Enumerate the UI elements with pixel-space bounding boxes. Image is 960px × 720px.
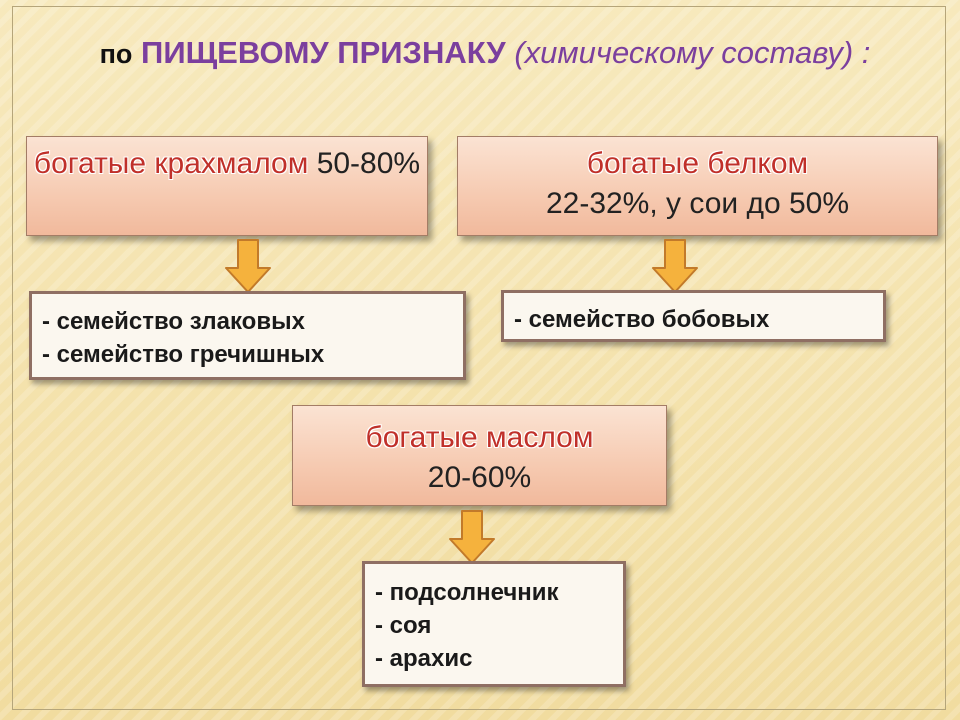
title-paren: (химическому составу) : <box>514 35 871 70</box>
category-protein-title: богатые белком <box>586 147 809 180</box>
list-item: - семейство бобовых <box>514 306 770 333</box>
title-main: ПИЩЕВОМУ ПРИЗНАКУ <box>141 35 506 70</box>
category-oil-box: богатые маслом 20-60% <box>292 405 667 506</box>
category-oil-percent: 20-60% <box>427 461 532 494</box>
list-item: - соя <box>375 612 432 639</box>
slide-title: по ПИЩЕВОМУ ПРИЗНАКУ (химическому состав… <box>90 30 880 77</box>
category-protein-box: богатые белком 22-32%, у сои до 50% <box>457 136 938 236</box>
protein-families-list: - семейство бобовых <box>501 290 886 342</box>
slide-frame <box>12 6 946 710</box>
list-item: - подсолнечник <box>375 579 559 606</box>
oil-plants-list: - подсолнечник - соя - арахис <box>362 561 626 687</box>
down-arrow-icon <box>225 239 271 293</box>
category-starch-title: богатые крахмалом <box>33 147 309 180</box>
list-item: - семейство злаковых <box>42 308 305 335</box>
category-starch-percent: 50-80% <box>316 147 421 180</box>
list-item: - семейство гречишных <box>42 341 325 368</box>
down-arrow-icon <box>652 239 698 293</box>
category-protein-percent: 22-32%, у сои до 50% <box>545 187 850 220</box>
title-prefix: по <box>99 39 133 69</box>
category-starch-box: богатые крахмалом 50-80% <box>26 136 428 236</box>
starch-families-list: - семейство злаковых - семейство гречишн… <box>29 291 466 380</box>
down-arrow-icon <box>449 510 495 564</box>
list-item: - арахис <box>375 645 473 672</box>
category-oil-title: богатые маслом <box>365 421 594 454</box>
